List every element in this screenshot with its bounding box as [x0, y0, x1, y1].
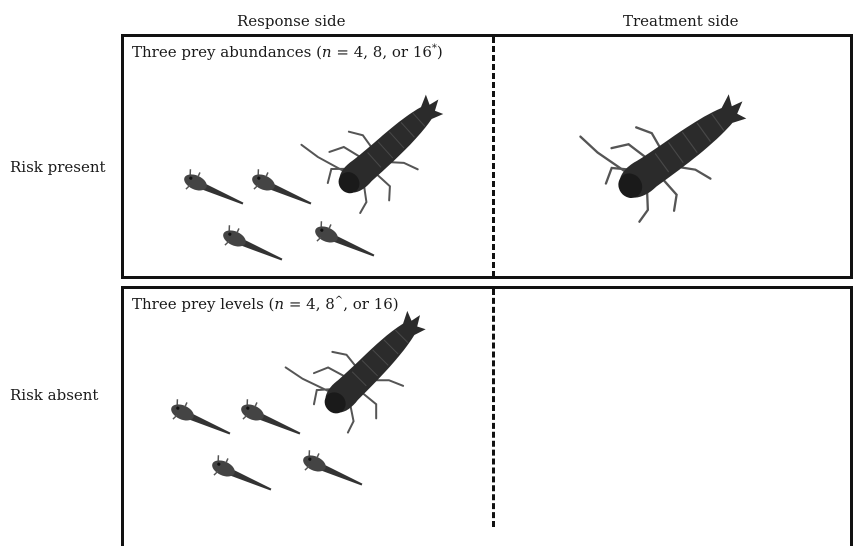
prey-top-1	[180, 168, 247, 213]
diagram-artwork	[0, 0, 853, 527]
prey-bottom-3	[208, 454, 275, 499]
prey-top-3	[219, 224, 286, 269]
predator-response-top	[297, 56, 466, 223]
prey-bottom-4	[299, 449, 366, 494]
prey-bottom-2	[237, 398, 304, 443]
predator-response-bottom	[281, 274, 449, 442]
predator-treatment-top	[575, 47, 771, 233]
prey-bottom-1	[167, 398, 234, 443]
prey-top-4	[311, 220, 378, 265]
prey-top-2	[248, 168, 315, 213]
